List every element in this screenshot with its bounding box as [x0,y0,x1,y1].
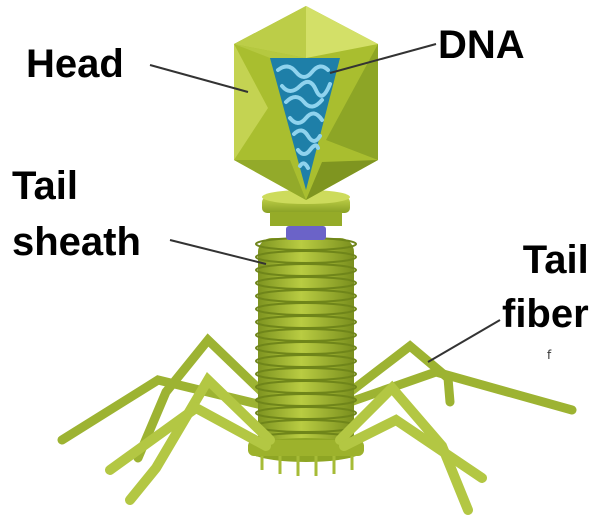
tail-fiber-leader-line [428,320,500,362]
head-capsid [234,6,378,200]
label-dna: DNA [438,23,525,67]
label-tail-fiber-line2: fiber [502,287,589,341]
label-tail-sheath: Tail sheath [12,158,141,270]
label-head-text: Head [26,42,124,86]
tail-sheath-leader-line [170,240,266,264]
label-tail-fiber: Tail fiber [502,233,589,341]
label-dna-text: DNA [438,23,525,67]
stray-mark: f [547,348,551,362]
head-leader-line [150,65,248,92]
label-tail-sheath-line1: Tail [12,158,141,214]
tail-sheath [256,238,356,448]
label-tail-sheath-line2: sheath [12,214,141,270]
label-head: Head [26,42,124,86]
label-tail-fiber-line1: Tail [502,233,589,287]
